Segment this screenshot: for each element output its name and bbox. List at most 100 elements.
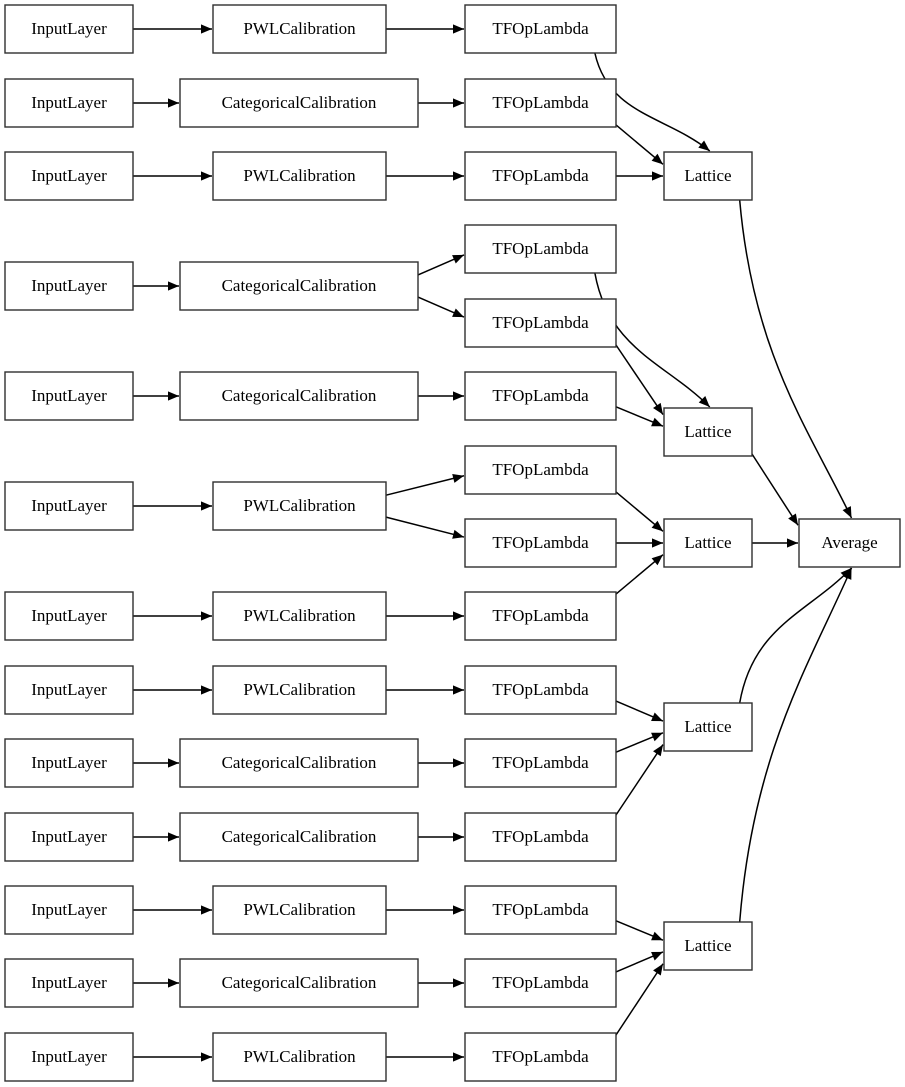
graph-edge <box>751 453 799 526</box>
node-box <box>4 261 134 311</box>
node-label: TFOpLambda <box>492 313 589 332</box>
node-label: InputLayer <box>31 496 107 515</box>
node-label: TFOpLambda <box>492 166 589 185</box>
node-label: TFOpLambda <box>492 386 589 405</box>
node-label: CategoricalCalibration <box>222 93 377 112</box>
edge-arrowhead <box>453 978 464 988</box>
node-box <box>4 371 134 421</box>
edge-arrowhead <box>788 513 798 526</box>
node-label: PWLCalibration <box>243 496 356 515</box>
calibration-node: PWLCalibration <box>212 665 387 715</box>
node-label: InputLayer <box>31 276 107 295</box>
tfoplambda-node: TFOpLambda <box>464 738 617 788</box>
edge-arrowhead <box>651 153 663 165</box>
edge-arrowhead <box>168 391 179 401</box>
input-layer-node: InputLayer <box>4 481 134 531</box>
node-box <box>4 885 134 935</box>
lattice-node: Lattice <box>663 151 753 201</box>
input-layer-node: InputLayer <box>4 665 134 715</box>
node-box <box>464 738 617 788</box>
node-box <box>4 958 134 1008</box>
node-label: TFOpLambda <box>492 93 589 112</box>
node-label: Lattice <box>684 422 731 441</box>
edge-arrowhead <box>201 685 212 695</box>
node-box <box>4 812 134 862</box>
input-layer-node: InputLayer <box>4 1032 134 1082</box>
edge-arrowhead <box>452 254 464 264</box>
node-label: Lattice <box>684 717 731 736</box>
edge-arrowhead <box>453 685 464 695</box>
lattice-node: Lattice <box>663 407 753 457</box>
edge-arrowhead <box>652 538 663 548</box>
node-label: Average <box>821 533 877 552</box>
node-box <box>4 481 134 531</box>
tfoplambda-node: TFOpLambda <box>464 812 617 862</box>
edge-layer <box>133 24 853 1062</box>
edge-arrowhead <box>453 1052 464 1062</box>
calibration-node: PWLCalibration <box>212 481 387 531</box>
tfoplambda-node: TFOpLambda <box>464 4 617 54</box>
edge-arrowhead <box>842 568 852 580</box>
edge-arrowhead <box>453 758 464 768</box>
node-box <box>179 812 419 862</box>
lattice-node: Lattice <box>663 702 753 752</box>
node-box <box>464 1032 617 1082</box>
node-label: CategoricalCalibration <box>222 827 377 846</box>
node-label: TFOpLambda <box>492 680 589 699</box>
edge-arrowhead <box>168 758 179 768</box>
node-box <box>663 151 753 201</box>
edge-arrowhead <box>168 978 179 988</box>
node-box <box>663 518 753 568</box>
average-node: Average <box>798 518 901 568</box>
node-label: InputLayer <box>31 386 107 405</box>
edge-arrowhead <box>201 905 212 915</box>
tfoplambda-node: TFOpLambda <box>464 591 617 641</box>
edge-arrowhead <box>651 712 663 722</box>
edge-arrowhead <box>698 140 710 151</box>
input-layer-node: InputLayer <box>4 738 134 788</box>
edge-arrowhead <box>453 832 464 842</box>
node-label: Lattice <box>684 166 731 185</box>
calibration-node: CategoricalCalibration <box>179 958 419 1008</box>
edge-arrowhead <box>452 529 464 539</box>
graph-edge <box>615 744 664 816</box>
tfoplambda-node: TFOpLambda <box>464 1032 617 1082</box>
tfoplambda-node: TFOpLambda <box>464 371 617 421</box>
edge-arrowhead <box>453 24 464 34</box>
node-box <box>464 445 617 495</box>
graph-edge <box>594 52 711 152</box>
edge-arrowhead <box>453 905 464 915</box>
edge-arrowhead <box>453 391 464 401</box>
edge-arrowhead <box>201 171 212 181</box>
edge-arrowhead <box>698 395 710 407</box>
node-box <box>212 665 387 715</box>
graph-edge <box>385 516 465 538</box>
edge-arrowhead <box>842 506 852 518</box>
graph-edge <box>738 199 853 519</box>
lattice-node: Lattice <box>663 921 753 971</box>
edge-arrowhead <box>653 963 663 976</box>
node-box <box>4 591 134 641</box>
node-box <box>179 958 419 1008</box>
node-box <box>179 738 419 788</box>
node-label: InputLayer <box>31 827 107 846</box>
edge-arrowhead <box>201 1052 212 1062</box>
node-box <box>464 4 617 54</box>
node-label: TFOpLambda <box>492 460 589 479</box>
graph-edge <box>615 963 664 1036</box>
node-box <box>464 151 617 201</box>
calibration-node: CategoricalCalibration <box>179 738 419 788</box>
input-layer-node: InputLayer <box>4 151 134 201</box>
input-layer-node: InputLayer <box>4 885 134 935</box>
node-box <box>4 1032 134 1082</box>
graph-edge <box>385 475 465 496</box>
edge-arrowhead <box>651 931 663 941</box>
calibration-node: CategoricalCalibration <box>179 261 419 311</box>
tfoplambda-node: TFOpLambda <box>464 885 617 935</box>
node-label: InputLayer <box>31 166 107 185</box>
node-label: TFOpLambda <box>492 900 589 919</box>
edge-arrowhead <box>651 732 663 742</box>
node-box <box>4 78 134 128</box>
node-label: CategoricalCalibration <box>222 753 377 772</box>
node-box <box>4 4 134 54</box>
